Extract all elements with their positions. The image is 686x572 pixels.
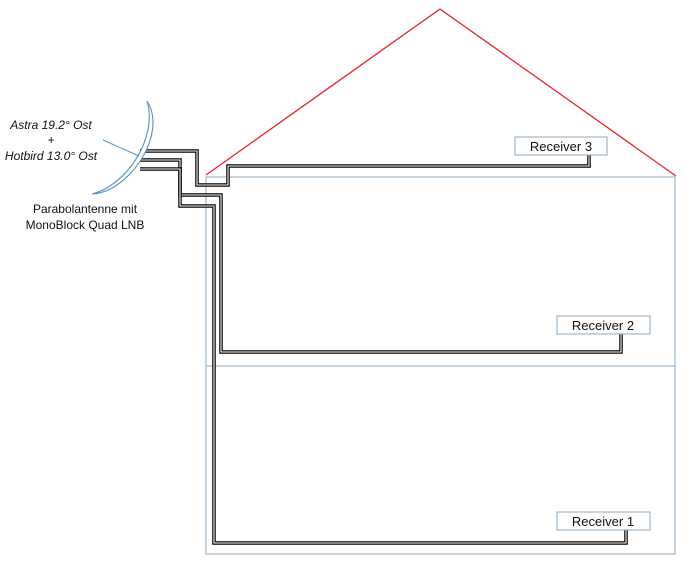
receiver-3-label: Receiver 3 (530, 139, 592, 154)
receiver-3: Receiver 3 (514, 136, 608, 156)
antenna-line-2: MonoBlock Quad LNB (26, 218, 145, 232)
satellite-dish-icon (91, 100, 154, 195)
receiver-2: Receiver 2 (556, 315, 651, 335)
receiver-1-label: Receiver 1 (572, 514, 634, 529)
satellite-line-3: Hotbird 13.0° Ost (5, 149, 98, 163)
receiver-3-box (514, 136, 608, 156)
receiver-2-label: Receiver 2 (572, 318, 634, 333)
receiver-2-box (556, 315, 651, 335)
cable-receiver-2 (140, 158, 623, 354)
cables (140, 149, 628, 545)
receiver-1-box (556, 511, 651, 531)
dish-feed-arm (102, 139, 140, 157)
antenna-line-1: Parabolantenne mit (33, 202, 138, 216)
receiver-1: Receiver 1 (556, 511, 651, 531)
roof (205, 8, 677, 177)
satellite-line-2: + (47, 133, 54, 147)
cable-receiver-3 (140, 149, 591, 187)
house-walls (205, 176, 676, 555)
cable-receiver-1 (140, 167, 628, 545)
antenna-label: Parabolantenne mit MonoBlock Quad LNB (26, 202, 145, 232)
satellite-label: Astra 19.2° Ost + Hotbird 13.0° Ost (5, 118, 98, 163)
satellite-line-1: Astra 19.2° Ost (9, 118, 92, 132)
dish-reflector (91, 100, 154, 195)
